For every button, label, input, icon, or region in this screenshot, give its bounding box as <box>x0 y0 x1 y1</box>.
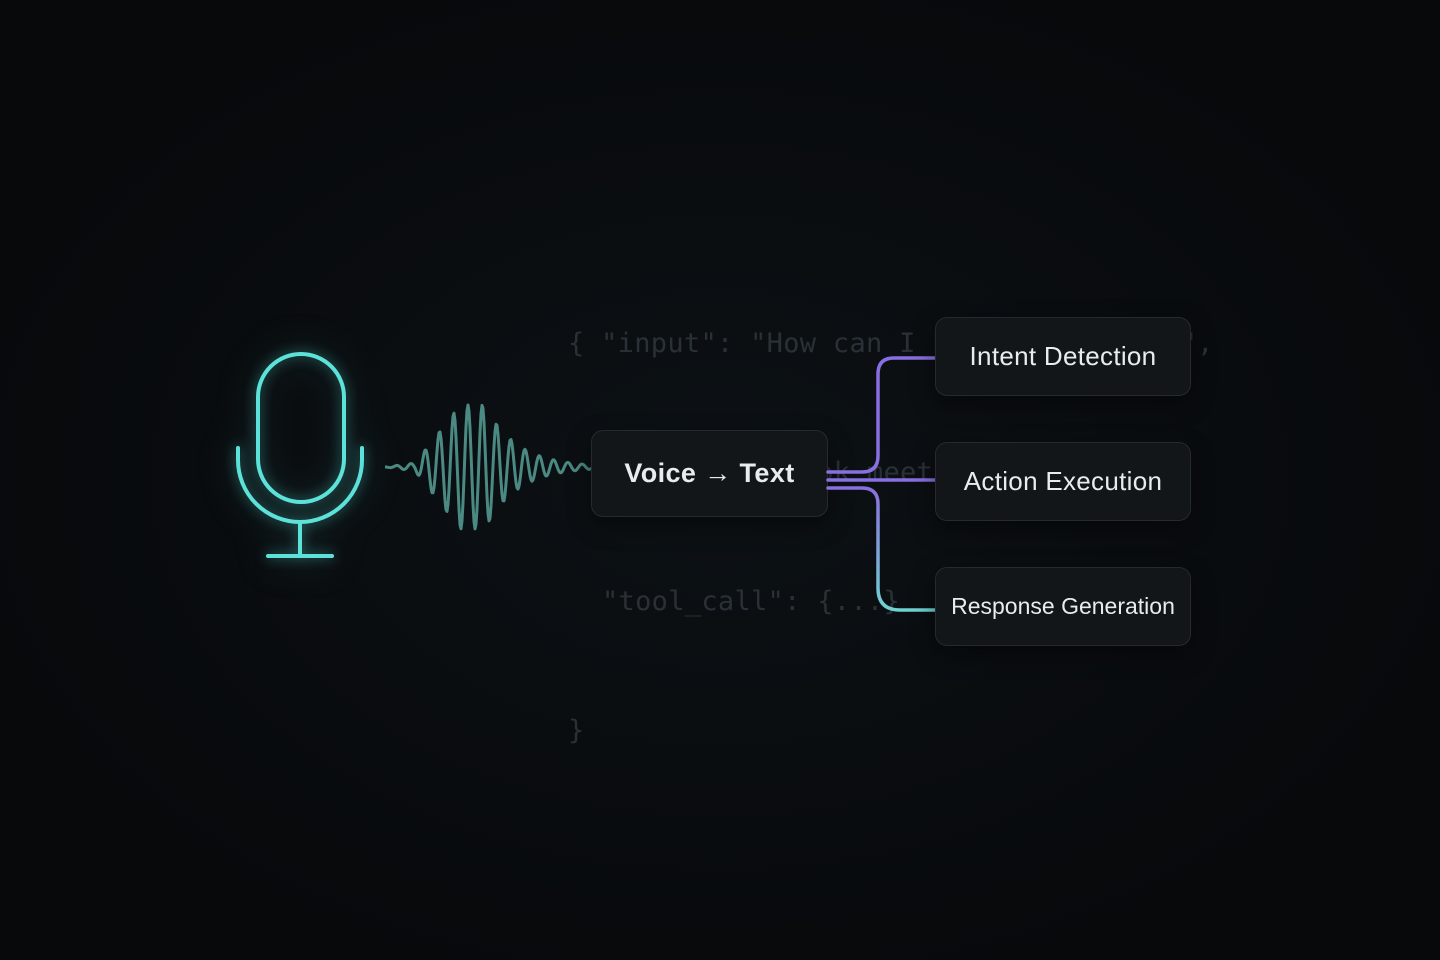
response-generation-node: Response Generation <box>935 567 1191 646</box>
connector-response-generation <box>826 486 938 612</box>
connector-intent-detection <box>826 356 938 474</box>
code-line-3: "tool_call": {...} <box>602 586 900 617</box>
intent-detection-node: Intent Detection <box>935 317 1191 396</box>
action-execution-node: Action Execution <box>935 442 1191 521</box>
branch-connectors <box>826 356 938 612</box>
microphone-icon <box>236 352 364 558</box>
code-line-4: } <box>568 715 585 746</box>
voice-to-text-node: Voice → Text <box>591 430 828 517</box>
sound-wave-icon <box>385 403 595 531</box>
